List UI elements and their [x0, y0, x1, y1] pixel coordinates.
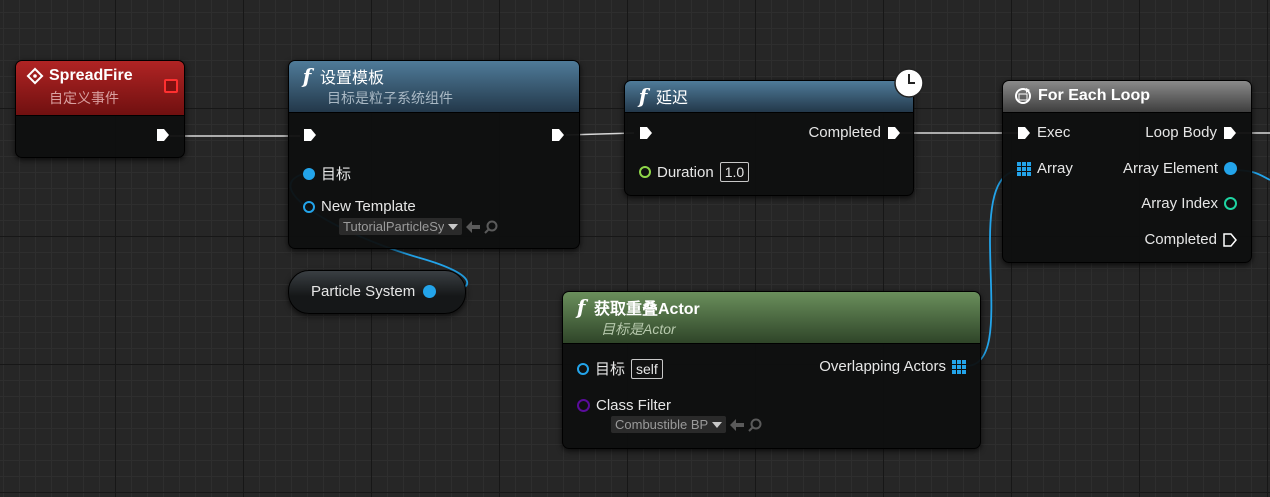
overlapping-actors-label: Overlapping Actors [819, 358, 946, 375]
set-template-title-row: f 设置模板 [299, 64, 569, 88]
exec-out-icon [1224, 126, 1236, 139]
delay-header: f 延迟 [625, 81, 913, 113]
for-each-loop-node[interactable]: For Each Loop Exec Loop Body Array Array… [1002, 80, 1252, 263]
set-template-target-pin[interactable]: 目标 [303, 163, 351, 184]
exec-out-empty-icon [1223, 232, 1237, 247]
float-pin-icon [639, 166, 651, 178]
spreadfire-event-node[interactable]: SpreadFire 自定义事件 [15, 60, 185, 158]
class-filter-pin[interactable]: Class Filter [577, 397, 671, 414]
overlapping-actors-pin[interactable]: Overlapping Actors [819, 358, 966, 375]
class-filter-dropdown[interactable]: Combustible BP [611, 416, 727, 433]
object-pin-icon [1224, 162, 1237, 175]
set-template-node[interactable]: f 设置模板 目标是粒子系统组件 目标 New Template Tutoria… [288, 60, 580, 249]
for-each-header: For Each Loop [1003, 81, 1251, 113]
object-pin-empty-icon [303, 200, 315, 213]
chevron-down-icon [712, 421, 723, 428]
spreadfire-title-row: SpreadFire [26, 65, 174, 87]
array-pin-icon [1017, 161, 1031, 176]
for-each-exec-in-pin[interactable]: Exec [1017, 124, 1070, 141]
duration-label: Duration [657, 163, 714, 181]
exec-in-icon [1018, 126, 1030, 139]
set-template-exec-in-pin[interactable] [303, 128, 317, 142]
browse-search-icon[interactable] [748, 418, 762, 432]
exec-out-icon [888, 126, 900, 139]
set-template-target-label: 目标 [321, 166, 352, 183]
delay-completed-label: Completed [808, 124, 881, 141]
loop-body-pin[interactable]: Loop Body [1145, 124, 1237, 141]
spreadfire-subtitle: 自定义事件 [49, 90, 119, 106]
new-template-value: TutorialParticleSy [343, 219, 445, 234]
object-pin-icon [423, 285, 437, 298]
browse-search-icon[interactable] [484, 220, 498, 234]
class-filter-label: Class Filter [596, 397, 672, 414]
array-pin-icon [952, 359, 966, 374]
particle-system-output-pin[interactable]: Particle System [311, 283, 437, 300]
new-template-label: New Template [321, 198, 416, 215]
particle-system-variable-node[interactable]: Particle System [288, 270, 466, 314]
class-filter-picker[interactable]: Combustible BP [611, 416, 762, 433]
duration-value-input[interactable]: 1.0 [719, 162, 750, 182]
use-selected-arrow-icon[interactable] [730, 418, 745, 431]
get-overlapping-title: 获取重叠Actor [594, 301, 700, 318]
array-index-pin[interactable]: Array Index [1141, 195, 1237, 212]
function-icon: f [638, 84, 648, 108]
function-icon: f [576, 295, 586, 319]
spreadfire-title: SpreadFire [49, 67, 133, 84]
array-label: Array [1037, 160, 1073, 177]
for-each-completed-pin[interactable]: Completed [1144, 231, 1237, 248]
new-template-dropdown[interactable]: TutorialParticleSy [339, 218, 463, 235]
delay-title-row: f 延迟 [635, 84, 903, 108]
array-element-label: Array Element [1122, 160, 1218, 177]
latent-clock-icon [894, 68, 924, 98]
set-template-exec-out-pin[interactable] [551, 128, 565, 142]
use-selected-arrow-icon[interactable] [466, 220, 481, 233]
set-template-title: 设置模板 [320, 70, 385, 87]
set-template-new-template-pin[interactable]: New Template [303, 198, 416, 215]
for-each-title-row: For Each Loop [1013, 85, 1241, 107]
array-index-label: Array Index [1141, 195, 1218, 212]
class-filter-value: Combustible BP [615, 417, 709, 432]
spreadfire-exec-out-pin[interactable] [156, 128, 170, 142]
spreadfire-header: SpreadFire 自定义事件 [16, 61, 184, 116]
get-overlapping-subtitle: 目标是Actor [601, 321, 676, 337]
new-template-asset-picker[interactable]: TutorialParticleSy [339, 218, 498, 235]
get-overlapping-title-row: f 获取重叠Actor [573, 295, 970, 319]
object-pin-empty-icon [577, 362, 589, 375]
delay-duration-pin[interactable]: Duration 1.0 [639, 162, 750, 182]
delay-completed-pin[interactable]: Completed [808, 124, 901, 141]
exec-label: Exec [1037, 124, 1071, 141]
delay-node[interactable]: f 延迟 Completed Duration 1.0 [624, 68, 924, 196]
loop-body-label: Loop Body [1145, 124, 1217, 141]
function-icon: f [302, 64, 312, 88]
class-pin-icon [577, 399, 590, 412]
for-each-completed-label: Completed [1144, 231, 1217, 248]
get-overlapping-header: f 获取重叠Actor 目标是Actor [563, 292, 980, 344]
get-overlapping-actors-node[interactable]: f 获取重叠Actor 目标是Actor 目标 self Overlapping… [562, 291, 981, 449]
delay-exec-in-pin[interactable] [639, 126, 653, 140]
get-overlapping-target-pin[interactable]: 目标 self [577, 358, 663, 379]
target-self-value[interactable]: self [631, 358, 663, 379]
particle-system-label: Particle System [311, 283, 416, 300]
get-overlapping-target-label: 目标 [595, 361, 626, 378]
event-diamond-icon [26, 67, 44, 85]
array-element-pin[interactable]: Array Element [1123, 160, 1237, 177]
int-pin-icon [1224, 197, 1237, 210]
delegate-pin-icon[interactable] [164, 79, 178, 93]
chevron-down-icon [448, 223, 459, 230]
for-each-title: For Each Loop [1038, 87, 1150, 104]
delay-title: 延迟 [656, 90, 689, 107]
set-template-header: f 设置模板 目标是粒子系统组件 [289, 61, 579, 113]
for-each-array-pin[interactable]: Array [1017, 160, 1073, 177]
loop-macro-icon [1015, 88, 1031, 104]
set-template-subtitle: 目标是粒子系统组件 [327, 90, 453, 106]
object-pin-icon [303, 167, 315, 180]
